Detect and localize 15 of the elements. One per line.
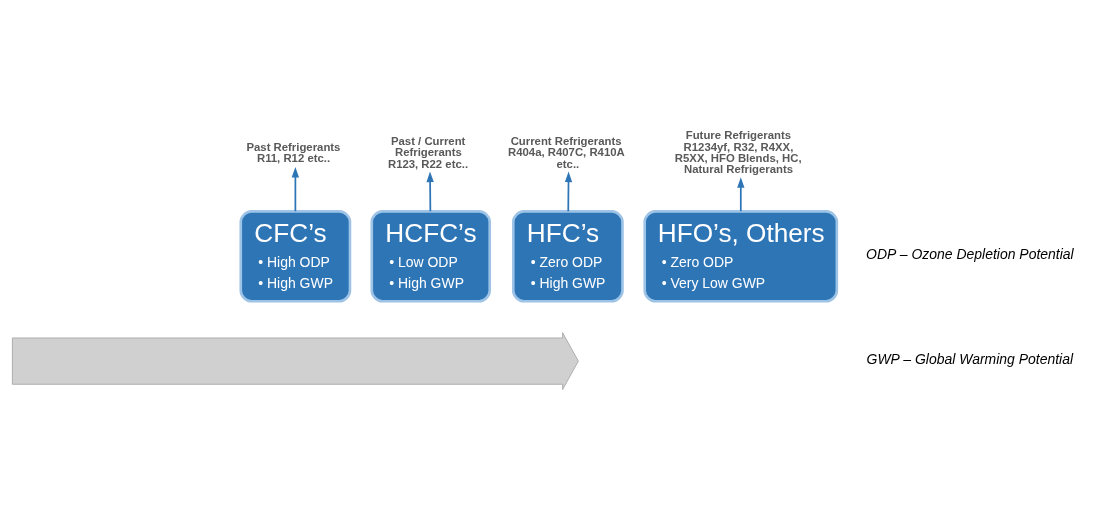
label: GWP – Global Warming Potential (866, 350, 1074, 367)
arrow (291, 166, 300, 213)
node-text: Current Refrigerants R404a, R407C, R410A etc.. (508, 134, 625, 170)
arrow (426, 171, 434, 213)
node-box: HCFC’s • Low ODP • High GWP (370, 210, 491, 303)
node-box: CFC’s • High ODP • High GWP (239, 210, 352, 303)
arrow (564, 171, 573, 213)
node-text: Past / Current Refrigerants R123, R22 etc.. (387, 134, 469, 170)
node-box: HFO’s, Others • Zero ODP • Very Low GWP (643, 210, 839, 303)
node-arrow (11, 332, 579, 390)
label: ODP – Ozone Depletion Potential (866, 245, 1074, 262)
node-box: HFC’s • Zero ODP • High GWP (511, 210, 624, 303)
node-text: Past Refrigerants R11, R12 etc.. (246, 140, 341, 164)
node-text: Future Refrigerants R1234yf, R32, R4XX, R5XX, HFO Blends, HC, Natural Refrigerants (674, 129, 802, 176)
arrow (737, 177, 745, 213)
